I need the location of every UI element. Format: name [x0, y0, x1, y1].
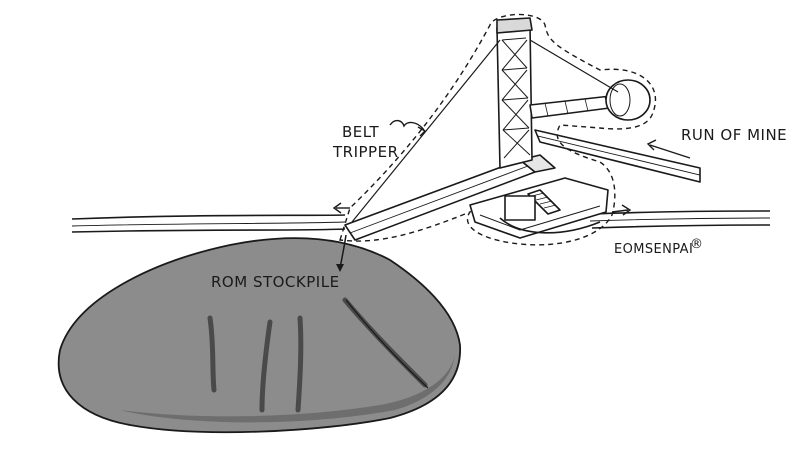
- tripper-highlight-outline: [339, 13, 657, 246]
- belt-tripper-label-line1: BELT: [342, 123, 380, 141]
- rom-stockpile: [57, 234, 461, 434]
- belt-tripper-pointer: [389, 119, 427, 137]
- run-of-mine-arrow: [646, 139, 691, 159]
- signature-label: EOMSENPAI: [614, 242, 693, 257]
- rom-stockpile-label: ROM STOCKPILE: [211, 273, 340, 291]
- run-of-mine-label: RUN OF MINE: [681, 126, 787, 144]
- belt-tripper: [344, 17, 701, 241]
- signature-mark: ®: [690, 237, 703, 252]
- conveyor-belt: [71, 210, 771, 233]
- travel-arrow-right: [611, 204, 632, 216]
- belt-tripper-label-line2: TRIPPER: [332, 143, 399, 161]
- travel-arrow-left: [332, 202, 350, 214]
